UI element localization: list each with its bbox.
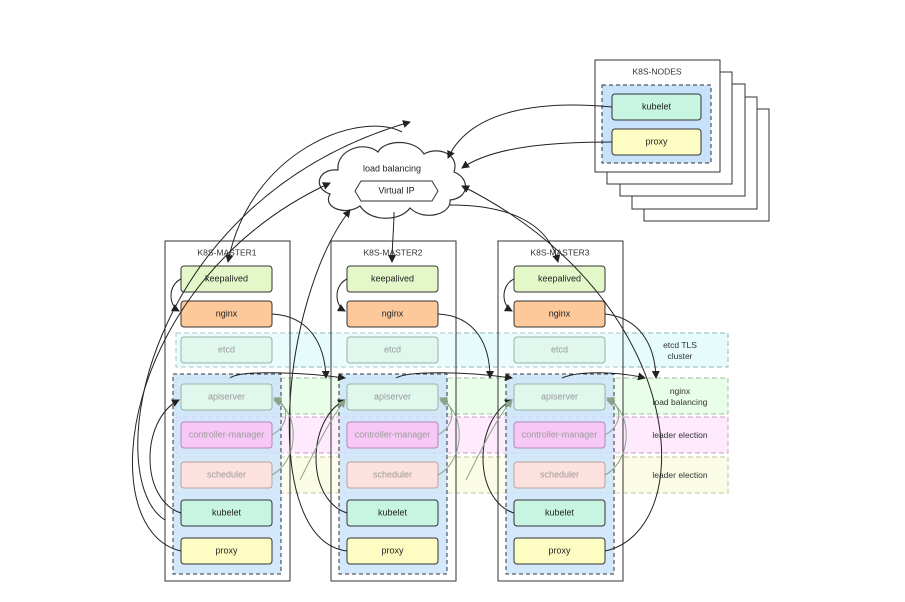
- arrow-proxy-3-to-vip: [461, 185, 663, 552]
- master-2: K8S-MASTER2 keepalived nginx etcd apiser…: [330, 240, 457, 582]
- arrow-cross-1: [299, 399, 346, 481]
- arrow-sc-3-api: [604, 398, 627, 476]
- arrow-vip-to-master-3: [449, 204, 561, 263]
- master-2-scheduler-label: scheduler: [373, 469, 412, 479]
- arrow-vip-to-master-1: [225, 125, 403, 263]
- master-1: K8S-MASTER1 keepalived nginx etcd apiser…: [164, 240, 291, 582]
- arrow-master1-outer: [137, 120, 411, 521]
- master-1-etcd-label: etcd: [218, 344, 235, 354]
- virtual-ip-label: Virtual IP: [378, 185, 414, 195]
- master-3-apiserver-label: apiserver: [541, 391, 578, 401]
- arrow-kubelet-3-api: [482, 399, 515, 514]
- master-1-scheduler-label: scheduler: [207, 469, 246, 479]
- master-1-kubelet-label: kubelet: [212, 507, 242, 517]
- nodes-stack: K8S-NODES kubelet proxy: [594, 59, 770, 222]
- master-1-etcd-box: [180, 336, 273, 364]
- arrow-nodes-proxy-to-vip: [461, 141, 613, 169]
- band-scheduler-label: leader election: [652, 470, 708, 480]
- master-2-keepalived-label: keepalived: [371, 273, 414, 283]
- master-2-proxy-label: proxy: [381, 545, 404, 555]
- master-3-nginx-label: nginx: [549, 308, 571, 318]
- connections: [132, 104, 663, 552]
- arrow-nginx-1-lb: [271, 313, 330, 379]
- master-3-etcd-box: [513, 336, 606, 364]
- band-etcd-label-line2: cluster: [667, 351, 692, 361]
- internal-connections: [271, 397, 627, 481]
- master-3-controller-label: controller-manager: [522, 429, 598, 439]
- arrow-nodes-kubelet-to-vip: [447, 104, 613, 159]
- master-2-apiserver-label: apiserver: [374, 391, 411, 401]
- arrow-api-2-to-3: [395, 372, 513, 381]
- nodes-title: K8S-NODES: [632, 66, 681, 76]
- arrow-sc-2-api: [437, 398, 460, 476]
- master-2-kubelet-label: kubelet: [378, 507, 408, 517]
- load-balancing-cloud: load balancing Virtual IP: [318, 141, 467, 219]
- master-3-kubelet-label: kubelet: [545, 507, 575, 517]
- band-nginx-label-line2: load balancing: [653, 397, 708, 407]
- arrow-api-3-out: [561, 372, 646, 381]
- master-3-keepalived-label: keepalived: [538, 273, 581, 283]
- master-3-apiserver-box: [513, 383, 606, 411]
- master-2-title: K8S-MASTER2: [363, 247, 422, 257]
- master-1-apiserver-box: [180, 383, 273, 411]
- arrow-nginx-2-lb: [437, 313, 494, 379]
- arrow-vip-to-master-2: [388, 211, 397, 263]
- arrow-api-1-to-2: [229, 372, 346, 382]
- master-2-nginx-label: nginx: [382, 308, 404, 318]
- arrow-kubelet-2-api: [315, 399, 348, 514]
- arrow-proxy-2-to-vip: [288, 209, 351, 552]
- band-controller-label: leader election: [652, 430, 708, 440]
- cloud-label: load balancing: [363, 163, 421, 173]
- master-1-title: K8S-MASTER1: [197, 247, 256, 257]
- master-1-proxy-label: proxy: [215, 545, 238, 555]
- master-1-nginx-label: nginx: [216, 308, 238, 318]
- arrow-kubelet-1-api: [149, 399, 182, 514]
- master-1-keepalived-label: keepalived: [205, 273, 248, 283]
- nodes-kubelet-label: kubelet: [642, 101, 672, 111]
- arrow-sc-1-api: [271, 398, 294, 476]
- master-2-etcd-box: [346, 336, 439, 364]
- master-1-apiserver-label: apiserver: [208, 391, 245, 401]
- master-3-scheduler-label: scheduler: [540, 469, 579, 479]
- arrow-cross-2: [465, 399, 513, 481]
- bands: [175, 332, 729, 494]
- band-nginx-label-line1: nginx: [670, 386, 691, 396]
- master-2-etcd-label: etcd: [384, 344, 401, 354]
- master-3-proxy-label: proxy: [548, 545, 571, 555]
- arrow-keepalived-nginx-1: [170, 278, 182, 312]
- arrow-keepalived-nginx-3: [503, 278, 515, 312]
- arrow-keepalived-nginx-2: [336, 278, 348, 312]
- master-2-apiserver-box: [346, 383, 439, 411]
- master-3: K8S-MASTER3 keepalived nginx etcd apiser…: [497, 240, 624, 582]
- virtual-ip-box: [354, 180, 439, 202]
- master-3-etcd-label: etcd: [551, 344, 568, 354]
- master-1-controller-label: controller-manager: [189, 429, 265, 439]
- nodes-proxy-label: proxy: [645, 136, 668, 146]
- band-etcd-label-line1: etcd TLS: [663, 340, 697, 350]
- master-2-controller-label: controller-manager: [355, 429, 431, 439]
